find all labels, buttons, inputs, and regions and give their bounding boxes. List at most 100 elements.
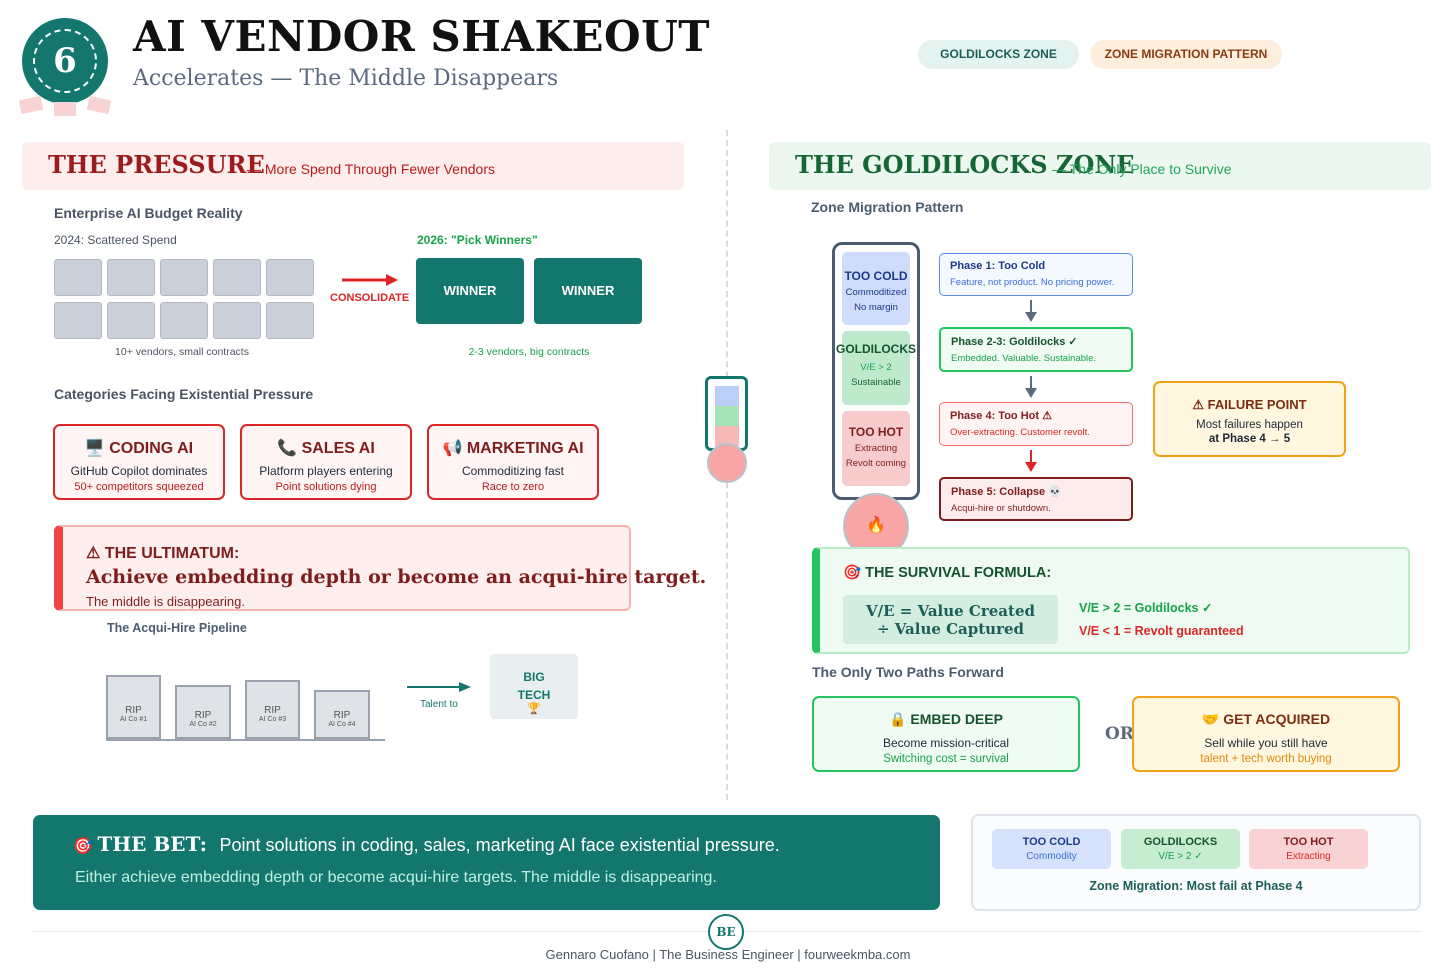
phase-5-card: Phase 5: Collapse 💀 Acqui-hire or shutdo… bbox=[939, 477, 1133, 521]
scattered-vendors-grid bbox=[54, 259, 318, 341]
phone-icon: 📞 bbox=[277, 440, 298, 457]
get-acquired-card: 🤝 GET ACQUIRED Sell while you still have… bbox=[1132, 696, 1400, 772]
ultimatum-box bbox=[54, 525, 631, 611]
computer-icon: 🖥️ bbox=[84, 440, 105, 457]
category-card-marketing: 📢 MARKETING AI Commoditizing fast Race t… bbox=[427, 424, 599, 500]
category-title: 📞 SALES AI bbox=[277, 440, 375, 457]
category-title: 🖥️ CODING AI bbox=[84, 440, 194, 457]
ultimatum-sub: The middle is disappearing. bbox=[86, 594, 245, 609]
category-line: Platform players entering bbox=[259, 464, 393, 478]
vendor-box bbox=[54, 302, 102, 339]
vendor-box bbox=[160, 259, 208, 296]
formula-bad: V/E < 1 = Revolt guaranteed bbox=[1079, 624, 1244, 638]
section-number-badge: 6 bbox=[22, 18, 108, 104]
vendor-box bbox=[213, 302, 261, 339]
zone-migration-pill: ZONE MIGRATION PATTERN bbox=[1090, 40, 1282, 69]
category-line: Commoditizing fast bbox=[461, 464, 565, 478]
ribbon-mid bbox=[54, 102, 76, 116]
formula-equation: V/E = Value Created ÷ Value Captured bbox=[843, 595, 1058, 644]
formula-title: 🎯 THE SURVIVAL FORMULA: bbox=[843, 565, 1052, 581]
vendor-box bbox=[54, 259, 102, 296]
goldilocks-header-bar bbox=[769, 142, 1431, 190]
pipeline-heading: The Acqui-Hire Pipeline bbox=[107, 621, 247, 635]
phase-2-3-card: Phase 2-3: Goldilocks ✓ Embedded. Valuab… bbox=[939, 327, 1133, 372]
winner-box: WINNER bbox=[534, 258, 642, 324]
vendor-box bbox=[160, 302, 208, 339]
legend-too-cold: TOO COLD Commodity bbox=[992, 829, 1111, 869]
pressure-title: THE PRESSURE bbox=[48, 150, 265, 179]
talent-arrow bbox=[407, 682, 471, 692]
pipeline-ground-line bbox=[106, 739, 385, 741]
scattered-caption: 10+ vendors, small contracts bbox=[115, 346, 249, 358]
ribbon-left bbox=[18, 95, 44, 115]
consolidate-arrow bbox=[342, 274, 398, 286]
zone-thermometer: TOO COLD Commoditized No margin GOLDILOC… bbox=[832, 242, 920, 500]
talent-to-label: Talent to bbox=[420, 699, 458, 710]
footer-credit: Gennaro Cuofano | The Business Engineer … bbox=[545, 947, 911, 962]
winners-caption: 2-3 vendors, big contracts bbox=[468, 346, 590, 358]
megaphone-icon: 📢 bbox=[442, 440, 463, 457]
category-card-sales: 📞 SALES AI Platform players entering Poi… bbox=[240, 424, 412, 500]
pressure-header-bar bbox=[22, 142, 684, 190]
phase-arrow-red bbox=[1030, 450, 1032, 464]
vendor-box bbox=[107, 302, 155, 339]
bet-statement: Point solutions in coding, sales, market… bbox=[219, 835, 780, 855]
bet-line-2: Either achieve embedding depth or become… bbox=[75, 869, 717, 886]
phase-arrow-head-red bbox=[1025, 462, 1037, 472]
bet-line-1: 🎯 THE BET: Point solutions in coding, sa… bbox=[73, 832, 780, 856]
category-title: 📢 MARKETING AI bbox=[442, 440, 584, 457]
ribbon-right bbox=[86, 95, 112, 115]
vendor-box bbox=[107, 259, 155, 296]
warning-icon: ⚠ bbox=[86, 545, 101, 562]
category-note: 50+ competitors squeezed bbox=[74, 481, 204, 493]
phase-arrow-head bbox=[1025, 312, 1037, 322]
phase-arrow bbox=[1030, 376, 1032, 390]
category-note: Point solutions dying bbox=[275, 481, 377, 493]
phase-arrow bbox=[1030, 300, 1032, 314]
phase-arrow-head bbox=[1025, 388, 1037, 398]
ultimatum-main: Achieve embedding depth or become an acq… bbox=[86, 566, 707, 588]
section-number: 6 bbox=[33, 29, 97, 93]
mini-thermometer bbox=[705, 376, 748, 451]
paths-heading: The Only Two Paths Forward bbox=[812, 664, 1004, 680]
mini-hot-band bbox=[715, 426, 739, 446]
scattered-label: 2024: Scattered Spend bbox=[54, 233, 177, 247]
zone-too-cold: TOO COLD Commoditized No margin bbox=[842, 252, 910, 325]
page-subtitle: Accelerates — The Middle Disappears bbox=[133, 66, 559, 91]
vendor-box bbox=[266, 259, 314, 296]
legend-goldilocks: GOLDILOCKS V/E > 2 ✓ bbox=[1121, 829, 1240, 869]
embed-deep-card: 🔒 EMBED DEEP Become mission-critical Swi… bbox=[812, 696, 1080, 772]
legend-caption: Zone Migration: Most fail at Phase 4 bbox=[1089, 879, 1303, 893]
category-line: GitHub Copilot dominates bbox=[70, 464, 208, 478]
zone-goldilocks: GOLDILOCKS V/E > 2 Sustainable bbox=[836, 331, 916, 405]
vendor-box bbox=[213, 259, 261, 296]
failure-point-card: ⚠ FAILURE POINT Most failures happen at … bbox=[1153, 381, 1346, 457]
trophy-icon: 🏆 bbox=[527, 703, 541, 715]
migration-heading: Zone Migration Pattern bbox=[811, 199, 964, 215]
mini-gold-band bbox=[715, 406, 739, 426]
be-logo: BE bbox=[708, 914, 744, 950]
fire-icon: 🔥 bbox=[866, 517, 886, 534]
phase-1-card: Phase 1: Too Cold Feature, not product. … bbox=[939, 253, 1133, 296]
the-bet-banner: 🎯 THE BET: Point solutions in coding, sa… bbox=[33, 815, 940, 910]
big-tech-box: BIG TECH 🏆 bbox=[490, 654, 578, 719]
consolidate-label: CONSOLIDATE bbox=[330, 292, 410, 304]
bet-title: THE BET: bbox=[97, 832, 208, 856]
pressure-subtitle: — More Spend Through Fewer Vendors bbox=[247, 161, 495, 177]
page-title: AI VENDOR SHAKEOUT bbox=[133, 12, 710, 61]
legend-too-hot: TOO HOT Extracting bbox=[1249, 829, 1368, 869]
winners-label: 2026: "Pick Winners" bbox=[417, 233, 538, 247]
goldilocks-zone-pill: GOLDILOCKS ZONE bbox=[918, 40, 1079, 69]
mini-cold-band bbox=[715, 386, 739, 406]
category-card-coding: 🖥️ CODING AI GitHub Copilot dominates 50… bbox=[53, 424, 225, 500]
phase-4-card: Phase 4: Too Hot ⚠ Over-extracting. Cust… bbox=[939, 402, 1133, 446]
winner-box: WINNER bbox=[416, 258, 524, 324]
ultimatum-title: ⚠ THE ULTIMATUM: bbox=[86, 545, 240, 562]
target-icon: 🎯 bbox=[843, 565, 862, 581]
vendor-box bbox=[266, 302, 314, 339]
formula-good: V/E > 2 = Goldilocks ✓ bbox=[1079, 601, 1213, 615]
